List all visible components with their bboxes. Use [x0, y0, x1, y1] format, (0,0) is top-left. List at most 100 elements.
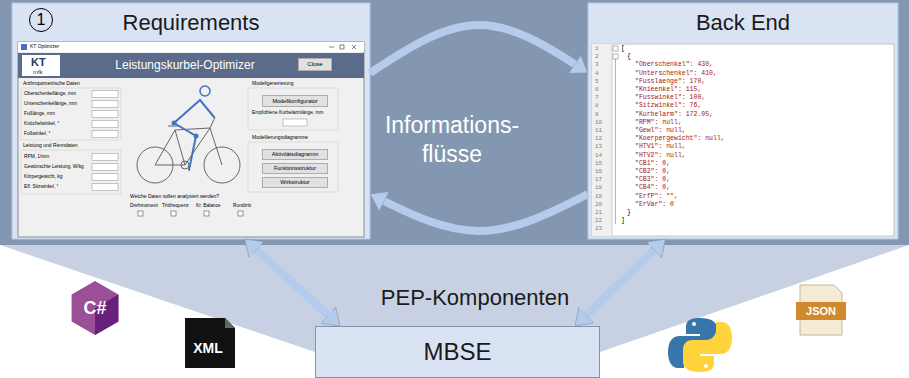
group-heading: Anthropometrische Daten — [23, 81, 80, 87]
field-label: Knöchelwinkel, ° — [24, 121, 59, 126]
rider-figure — [174, 123, 196, 170]
line-number: 17 — [595, 177, 602, 184]
line-number: 15 — [595, 161, 602, 168]
app-window — [18, 53, 364, 78]
group-label: PEP-Komponenten — [381, 286, 569, 310]
field-label: Fußwinkel, ° — [24, 131, 50, 136]
flow-arrow — [370, 25, 588, 73]
field-label: Oberschenkellänge, mm — [24, 91, 76, 96]
app-window — [18, 42, 364, 237]
app-window — [18, 42, 364, 52]
code-line: "HTV1": null, — [635, 144, 686, 151]
process-box: MBSE — [315, 326, 600, 378]
csharp-logo — [72, 281, 119, 335]
input-field — [92, 184, 118, 191]
xml-icon — [185, 318, 235, 368]
app-window — [18, 42, 364, 237]
input-field — [92, 111, 118, 118]
node-text: Aktivitätsdiagramm — [272, 151, 318, 157]
flow-arrow — [575, 239, 666, 326]
field-label: Fußlänge, mm — [24, 111, 55, 116]
bicycle-figure — [137, 117, 240, 183]
code-editor — [592, 44, 894, 236]
line-number: 18 — [595, 185, 602, 192]
line-number: 20 — [595, 202, 602, 209]
background-band — [0, 0, 909, 245]
rider-figure — [173, 86, 215, 170]
group-heading: Modellierungsdiagramme — [252, 135, 308, 141]
json-icon — [796, 285, 846, 335]
code-editor — [592, 44, 894, 236]
code-line: "CB3": 0, — [635, 177, 670, 184]
line-number: 1 — [595, 46, 599, 53]
background-band — [0, 0, 909, 245]
code-line: "Kurbelarm": 172.05, — [635, 111, 713, 118]
app-window — [352, 45, 356, 49]
field-label: Körpergewicht, kg — [24, 174, 62, 179]
input-field — [92, 121, 118, 128]
rider-figure — [173, 122, 176, 125]
node-text: Funktionsstruktur — [274, 165, 316, 171]
rider-figure — [174, 100, 214, 123]
code-editor — [612, 44, 613, 236]
line-number: 2 — [595, 54, 599, 61]
input-field — [92, 101, 118, 108]
code-line: "Gewl": null, — [635, 127, 686, 134]
code-line: "Oberschenkel": 430, — [635, 62, 713, 69]
input-field — [92, 164, 118, 171]
app-window — [22, 55, 60, 76]
code-line: [ — [621, 45, 625, 52]
bicycle-figure — [185, 128, 210, 165]
ui-button: Close — [298, 58, 332, 71]
line-number: 12 — [595, 136, 602, 143]
input-field — [92, 131, 118, 138]
input-field — [92, 91, 118, 98]
code-line: "Koerpergewicht": null, — [635, 136, 725, 143]
csharp-logo — [72, 281, 119, 335]
input-field — [92, 154, 118, 161]
ui-button: Aktivitätsdiagramm — [262, 149, 328, 160]
checkbox — [238, 211, 243, 216]
checkbox — [138, 211, 143, 216]
panel-heading: Requirements — [12, 11, 370, 35]
line-number: 10 — [595, 120, 602, 127]
xml-icon — [225, 318, 235, 328]
line-number: 19 — [595, 193, 602, 200]
logo-text: C# — [83, 299, 106, 319]
panel: Back End — [588, 3, 898, 239]
input-field — [92, 174, 118, 181]
code-editor — [592, 44, 612, 236]
code-line: "Fusswinkel": 100, — [635, 95, 705, 102]
code-line: "CB2": 0, — [635, 168, 670, 175]
line-number: 22 — [595, 218, 602, 225]
json-icon — [796, 302, 846, 320]
logo-text: JSON — [806, 305, 836, 317]
code-line: "ErfP": "", — [635, 193, 678, 200]
panel: Requirements1CloseModellkonfiguratorAkti… — [12, 3, 370, 239]
line-number: 8 — [595, 103, 599, 110]
window-title: KT Optimizer — [30, 44, 59, 50]
panel-heading: Back End — [588, 11, 898, 35]
line-number: 16 — [595, 169, 602, 176]
field-label: Eff. Sitzwinkel, ° — [24, 184, 58, 189]
flow-arrow — [370, 194, 588, 231]
line-number: 11 — [595, 128, 602, 135]
code-line: "HTV2": null, — [635, 152, 686, 159]
callout-number: 1 — [29, 8, 53, 32]
code-editor — [613, 46, 618, 51]
code-line: "CB4": 0, — [635, 185, 670, 192]
code-line: "CB1": 0, — [635, 160, 670, 167]
logo-text: XML — [193, 341, 223, 356]
bicycle-figure — [210, 117, 215, 128]
rider-figure — [200, 86, 210, 96]
app-window — [21, 44, 27, 50]
app-window — [340, 45, 344, 49]
code-line: "Knieenkel": 115, — [635, 86, 701, 93]
group-heading: Modellgenerierung — [252, 81, 293, 87]
flow-arrow — [245, 239, 340, 326]
json-icon — [800, 285, 842, 335]
checkbox — [171, 211, 176, 216]
